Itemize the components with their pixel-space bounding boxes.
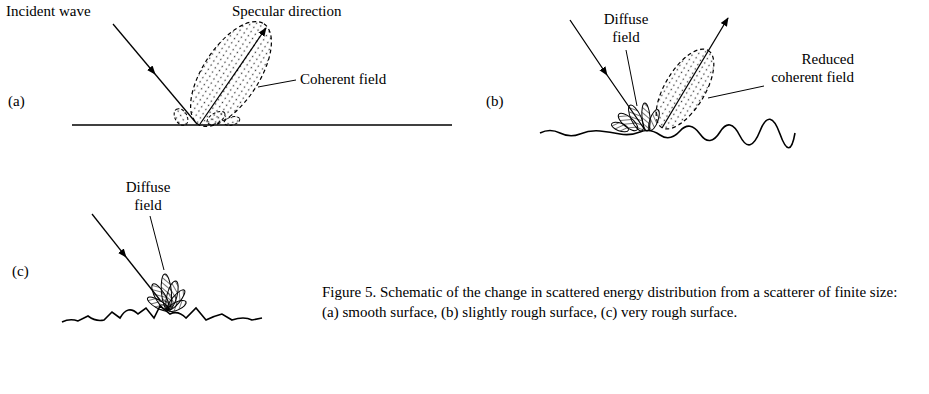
panel-b (540, 18, 795, 148)
leader-line (258, 80, 296, 87)
leader-line (150, 216, 164, 270)
incident-arrow (113, 24, 197, 124)
reflected-arrow (662, 18, 728, 128)
lobe-label: Diffuse field (118, 178, 178, 214)
side-lobe (223, 115, 241, 127)
lobe-label: Diffuse field (596, 10, 656, 46)
diffuse-lobes (610, 103, 661, 134)
panel-letter: (c) (12, 262, 29, 280)
panel-letter: (a) (8, 92, 25, 110)
panel-a (72, 8, 452, 139)
leader-line (626, 50, 637, 106)
arrow-label: Specular direction (232, 2, 342, 20)
lobe-label: Reduced coherent field (768, 50, 854, 86)
panel-letter: (b) (486, 92, 504, 110)
figure-caption: Figure 5. Schematic of the change in sca… (322, 282, 917, 322)
specular-arrow (200, 28, 266, 124)
coherent-lobe (175, 8, 288, 139)
arrow-label: Incident wave (6, 2, 91, 20)
side-lobe (171, 106, 190, 128)
incident-arrow (92, 214, 160, 300)
panel-c (62, 214, 262, 322)
diffuse-lobes (146, 274, 188, 314)
smooth-surface (72, 124, 452, 126)
lobe-label: Coherent field (300, 70, 386, 88)
leader-line (708, 86, 764, 98)
